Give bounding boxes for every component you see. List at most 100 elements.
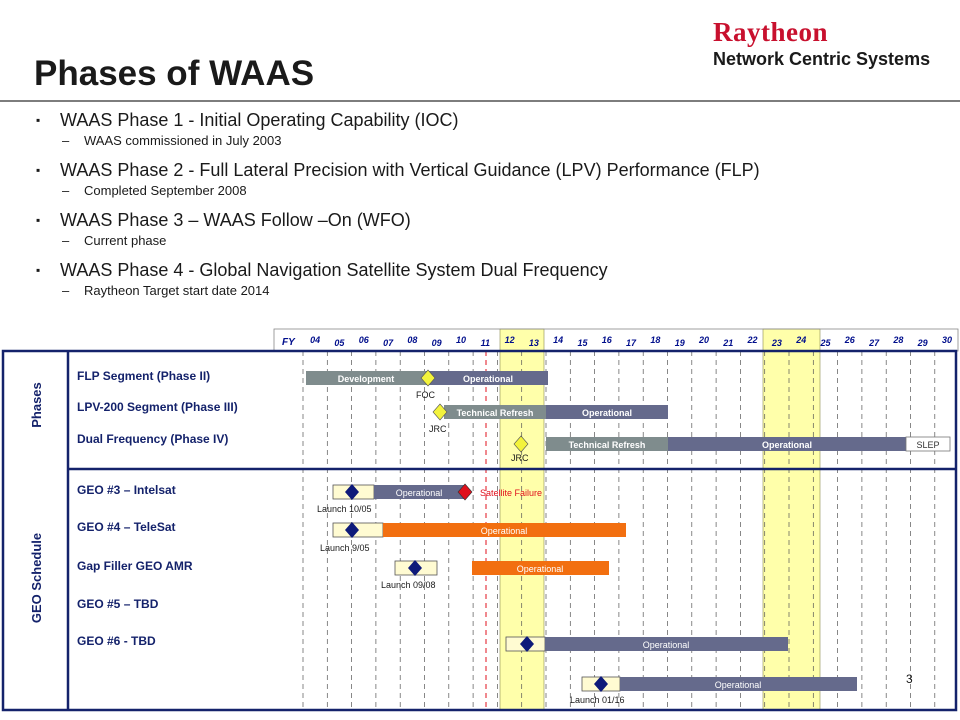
sub-bullet-text: Raytheon Target start date 2014 <box>84 283 270 298</box>
dfreq-jrc-milestone-diamond <box>513 435 529 453</box>
sub-bullet-item: –Current phase <box>34 232 944 250</box>
gap-filler-operational-bar <box>472 561 609 575</box>
lpv-jrc-milestone-diamond <box>432 403 448 421</box>
logo-brand-text: Raytheon <box>713 17 829 47</box>
slide-number: 3 <box>906 672 913 686</box>
sub-bullet-text: Completed September 2008 <box>84 183 247 198</box>
gap-filler-launch-diamond <box>408 560 422 576</box>
sub-bullet-item: –Completed September 2008 <box>34 182 944 200</box>
year-label-17: 17 <box>626 338 637 348</box>
year-label-14: 14 <box>553 335 563 345</box>
lpv-technical-refresh-bar <box>444 405 546 419</box>
geo4-launch-label: Launch 9/05 <box>320 543 370 553</box>
year-label-10: 10 <box>456 335 466 345</box>
year-label-11: 11 <box>481 338 490 348</box>
bullet-text: WAAS Phase 4 - Global Navigation Satelli… <box>60 260 608 280</box>
geo3-operational-label: Operational <box>396 488 443 498</box>
phases-section-label: Phases <box>29 382 44 428</box>
sub-bullet-text: Current phase <box>84 233 167 248</box>
bullet-square-icon: ▪ <box>36 213 41 227</box>
row-label-dual-frequency: Dual Frequency (Phase IV) <box>77 432 228 446</box>
sub-bullet-item: –WAAS commissioned in July 2003 <box>34 132 944 150</box>
title-divider <box>0 100 960 102</box>
bullet-text: WAAS Phase 3 – WAAS Follow –On (WFO) <box>60 210 411 230</box>
dfreq-operational-label: Operational <box>762 440 812 450</box>
year-label-07: 07 <box>383 338 394 348</box>
year-label-27: 27 <box>868 338 880 348</box>
fy-header-row <box>273 328 959 352</box>
dfreq-technical-refresh-bar <box>546 437 668 451</box>
flp-development-bar <box>306 371 426 385</box>
bullet-text: WAAS Phase 1 - Initial Operating Capabil… <box>60 110 459 130</box>
geo3-failure-diamond <box>457 483 473 501</box>
geo-section-label: GEO Schedule <box>29 533 44 623</box>
geo4-launch-diamond <box>345 522 359 538</box>
lpv-technical-refresh-label: Technical Refresh <box>457 408 534 418</box>
row-label-geo3: GEO #3 – Intelsat <box>77 483 176 497</box>
year-label-21: 21 <box>722 338 733 348</box>
bullet-square-icon: ▪ <box>36 263 41 277</box>
year-label-20: 20 <box>698 335 709 345</box>
dfreq-slep-box <box>905 436 951 452</box>
year-label-28: 28 <box>892 335 903 345</box>
year-label-15: 15 <box>577 338 588 348</box>
foc-milestone-label: FOC <box>416 390 435 400</box>
dash-icon: – <box>62 183 70 198</box>
flp-operational-label: Operational <box>463 374 513 384</box>
year-label-19: 19 <box>675 338 685 348</box>
lpv-jrc-milestone-label: JRC <box>429 424 447 434</box>
dfreq-slep-label: SLEP <box>916 440 939 450</box>
bullet-text: WAAS Phase 2 - Full Lateral Precision wi… <box>60 160 760 180</box>
year-label-06: 06 <box>359 335 370 345</box>
geo3-operational-bar <box>374 485 464 499</box>
year-label-16: 16 <box>602 335 613 345</box>
dfreq-jrc-milestone-label: JRC <box>511 453 529 463</box>
schedule-frame <box>1 349 958 712</box>
dfreq-operational-bar <box>668 437 906 451</box>
geo5-operational-label: Operational <box>643 640 690 650</box>
year-label-13: 13 <box>529 338 539 348</box>
year-label-29: 29 <box>917 338 928 348</box>
year-label-22: 22 <box>746 335 757 345</box>
page-title: Phases of WAAS <box>34 54 315 93</box>
geo5-operational-bar <box>545 637 788 651</box>
bullet-item: ▪ WAAS Phase 1 - Initial Operating Capabi… <box>34 108 944 132</box>
bullet-item: ▪ WAAS Phase 4 - Global Navigation Satell… <box>34 258 944 282</box>
geo6-operational-label: Operational <box>715 680 762 690</box>
year-label-18: 18 <box>650 335 660 345</box>
row-label-flp: FLP Segment (Phase II) <box>77 369 210 383</box>
gap-filler-launch-label: Launch 09/08 <box>381 580 436 590</box>
bullet-item: ▪ WAAS Phase 2 - Full Lateral Precision w… <box>34 158 944 182</box>
gap-filler-operational-label: Operational <box>517 564 564 574</box>
year-label-04: 04 <box>310 335 320 345</box>
lpv-operational-label: Operational <box>582 408 632 418</box>
dash-icon: – <box>62 233 70 248</box>
fy-label: FY <box>282 337 296 348</box>
year-label-05: 05 <box>334 338 345 348</box>
row-label-geo6: GEO #6 - TBD <box>77 634 156 648</box>
bullet-square-icon: ▪ <box>36 163 41 177</box>
geo4-operational-bar <box>383 523 626 537</box>
lpv-operational-bar <box>546 405 668 419</box>
sub-bullet-text: WAAS commissioned in July 2003 <box>84 133 282 148</box>
bullet-list: ▪ WAAS Phase 1 - Initial Operating Capabi… <box>34 108 944 308</box>
bullet-square-icon: ▪ <box>36 113 41 127</box>
foc-milestone-diamond <box>420 369 436 387</box>
geo6-launch-label: Launch 01/16 <box>570 695 625 705</box>
dash-icon: – <box>62 283 70 298</box>
row-label-geo4: GEO #4 – TeleSat <box>77 520 176 534</box>
geo3-launch-diamond <box>345 484 359 500</box>
row-label-geo5: GEO #5 – TBD <box>77 597 159 611</box>
row-label-lpv200: LPV-200 Segment (Phase III) <box>77 400 238 414</box>
year-label-23: 23 <box>771 338 782 348</box>
year-label-08: 08 <box>407 335 417 345</box>
highlight-band-fy23 <box>762 328 821 711</box>
geo6-operational-bar <box>620 677 857 691</box>
geo6-launch-diamond <box>594 676 608 692</box>
geo3-satellite-failure-label: Satellite Failure <box>480 488 542 498</box>
year-label-30: 30 <box>942 335 952 345</box>
year-label-12: 12 <box>505 335 515 345</box>
raytheon-logo: Raytheon Network Centric Systems <box>713 18 943 70</box>
year-label-09: 09 <box>432 338 442 348</box>
